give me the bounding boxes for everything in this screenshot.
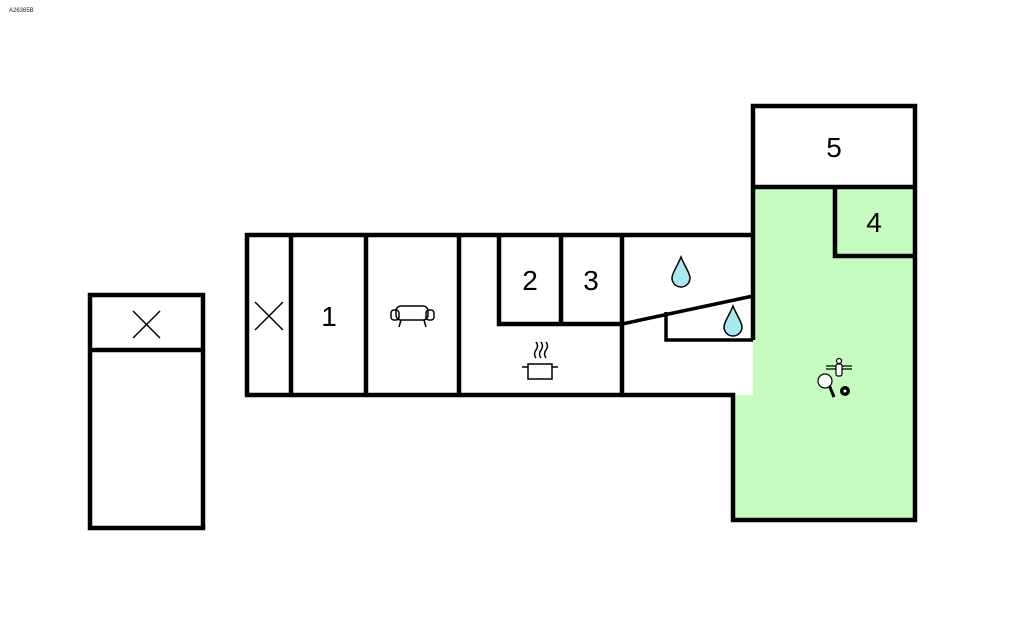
foosball-icon <box>826 357 852 377</box>
activity-room <box>731 187 913 520</box>
room-label-4: 4 <box>866 207 882 238</box>
cross-icon <box>254 301 284 331</box>
walls <box>87 103 918 531</box>
billiard-ball-number <box>843 389 847 393</box>
room-label-3: 3 <box>583 265 599 296</box>
table-tennis-icon <box>817 373 836 398</box>
room-label-1: 1 <box>321 301 337 332</box>
cross-icon <box>132 310 161 339</box>
cooking-pot-icon <box>522 341 558 380</box>
plan-code: A26365B <box>9 8 34 14</box>
water-drop-icon <box>723 303 743 337</box>
room-label-5: 5 <box>826 132 842 163</box>
sofa-icon <box>390 305 435 328</box>
room-label-2: 2 <box>522 265 538 296</box>
water-drop-icon <box>671 254 691 288</box>
